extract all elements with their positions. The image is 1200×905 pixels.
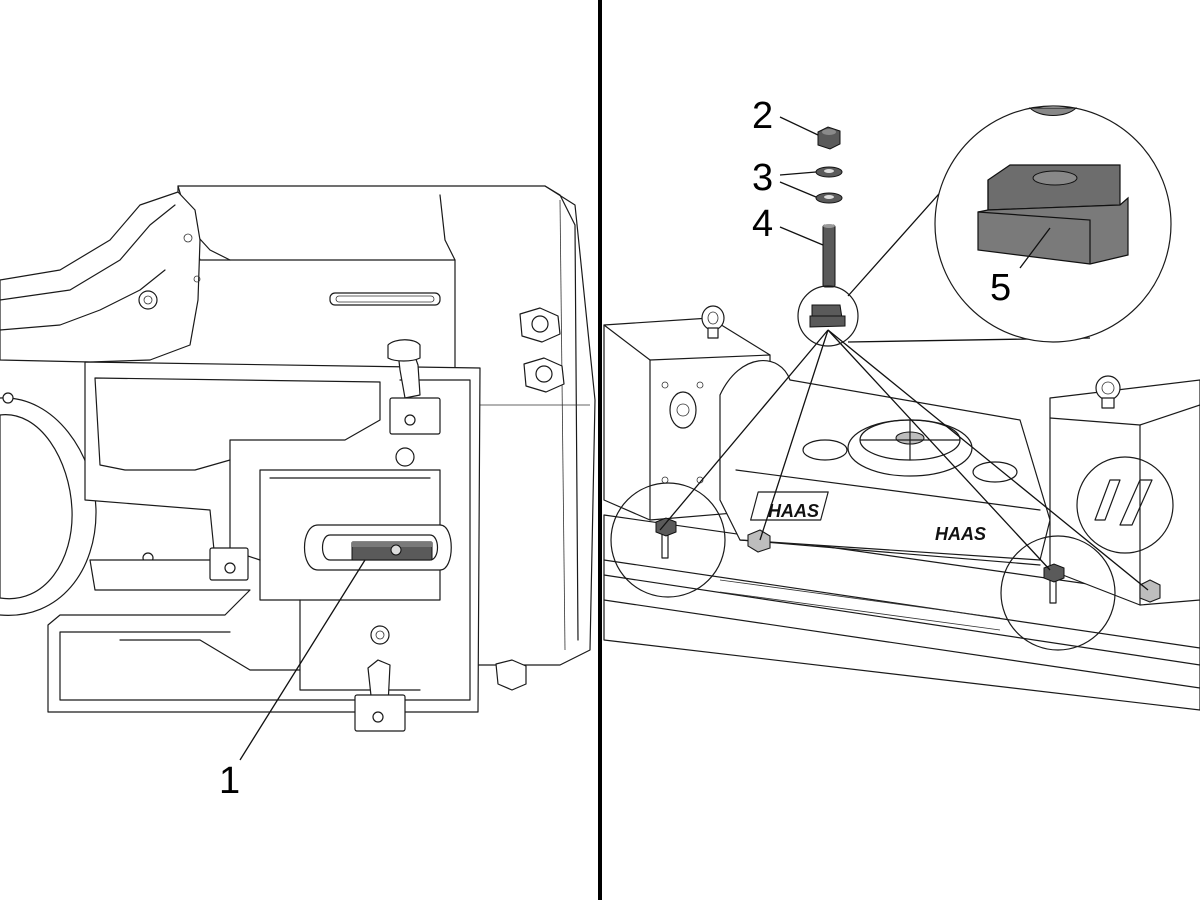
clamp-blocks [209,397,441,732]
callout-4-label: 4 [752,203,773,245]
base-rail [603,514,1200,711]
trunnion-housing [177,185,596,666]
right-housing [1049,375,1200,606]
callout-5-label: 5 [990,267,1011,309]
detail-circles [610,482,1116,651]
installed-studs [655,517,1161,604]
callout-5: 5 [990,267,1011,309]
left-panel: 1 [0,185,596,802]
lifting-fixture-frame [47,339,481,713]
t-nut-leaders [659,329,1149,591]
callout-2-label: 2 [752,95,773,137]
t-nut-zoom-small [797,285,859,347]
callout-3-label: 3 [752,157,773,199]
brand-plate-left-text: HAAS [768,501,819,521]
hex-nuts [495,307,565,691]
callout-4: 4 [752,203,824,246]
callout-2: 2 [752,95,819,137]
t-nut-highlight [351,541,433,561]
t-nut-zoom-large [847,105,1172,343]
callout-1: 1 [219,559,366,802]
casting-arm [0,191,201,363]
brand-plate-right-text: HAAS [935,524,986,544]
right-panel: HAAS HAAS [603,95,1200,711]
exploded-hardware [815,126,843,288]
callout-3: 3 [752,157,817,199]
brand-plates: HAAS HAAS [750,491,986,544]
callout-1-label: 1 [219,760,240,802]
